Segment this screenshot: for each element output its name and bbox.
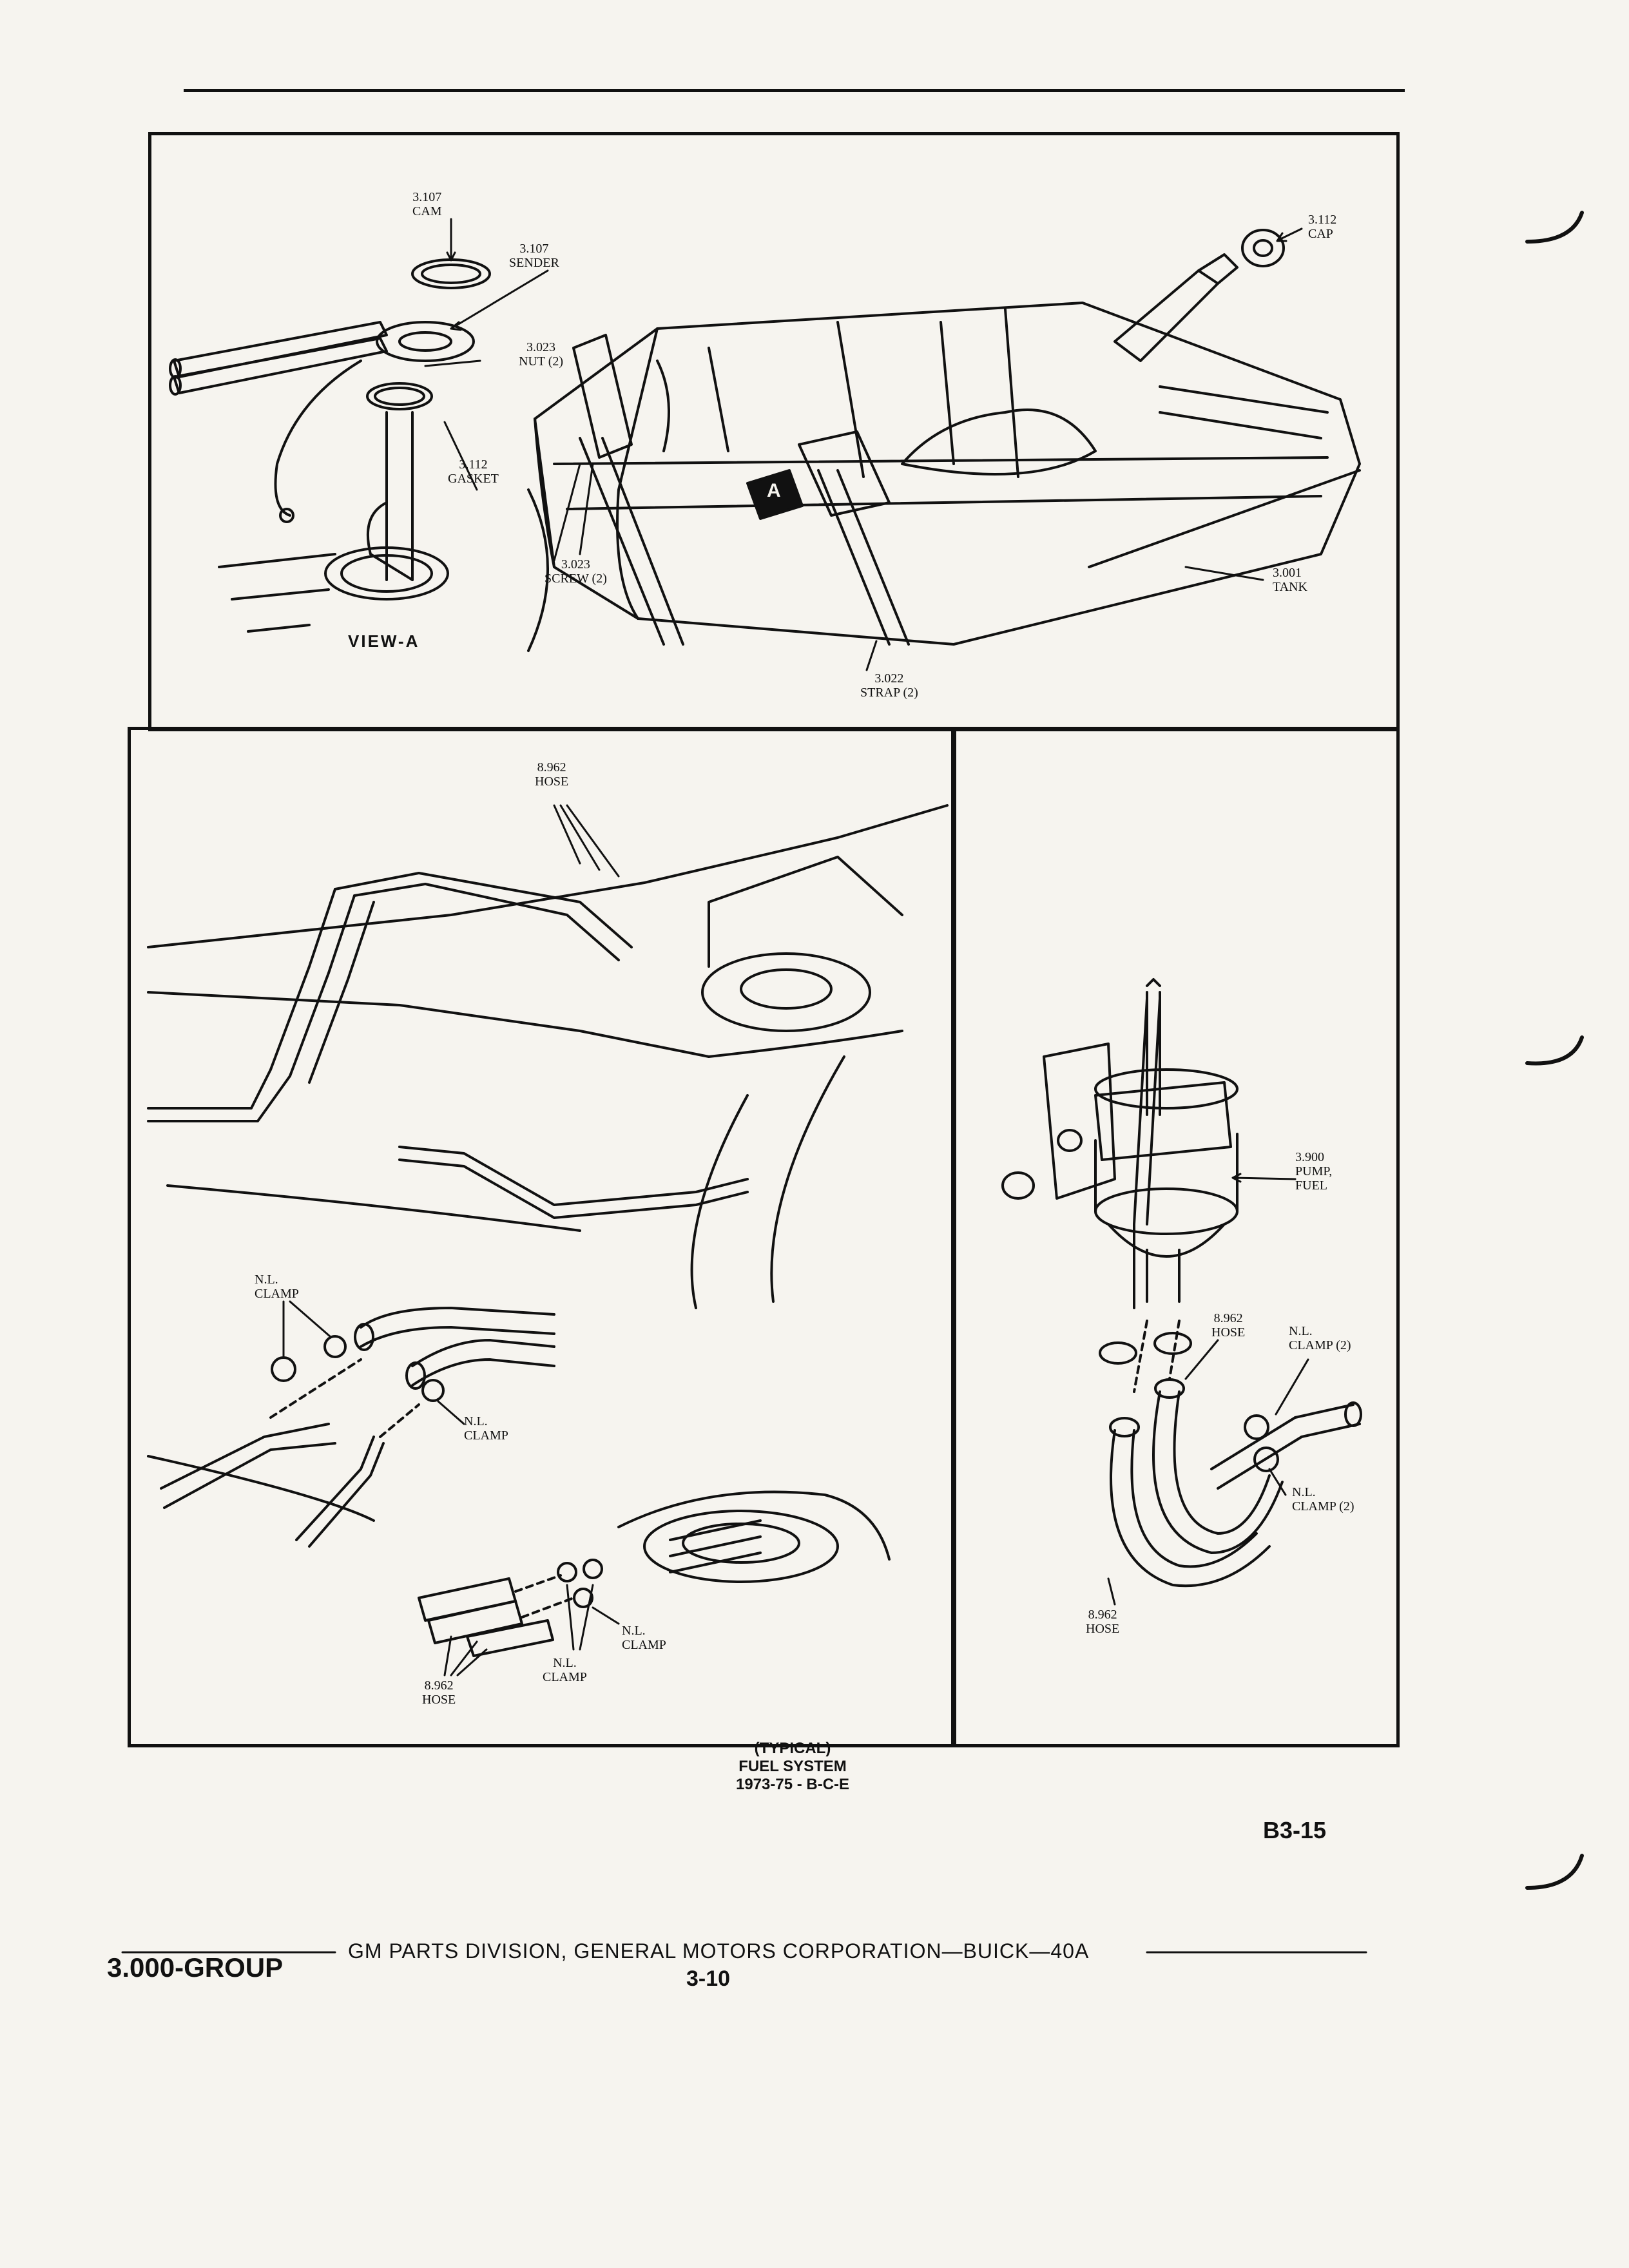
footer-division: GM PARTS DIVISION, GENERAL MOTORS CORPOR… — [348, 1939, 1090, 1963]
label-clamp2-bottom: N.L.CLAMP (2) — [1292, 1485, 1354, 1514]
fuel-line-routing — [147, 804, 949, 1309]
label-clamp-mid: N.L.CLAMP — [464, 1414, 508, 1443]
footer-group: 3.000-GROUP — [107, 1952, 284, 1983]
figure-caption: (TYPICAL) FUEL SYSTEM 1973-75 - B-C-E — [735, 1740, 850, 1793]
fuel-tank — [534, 229, 1361, 646]
hose-clamp-detail-bottom — [418, 1490, 891, 1657]
footer-page-number: 3-10 — [686, 1966, 731, 1991]
page-id: B3-15 — [1263, 1817, 1327, 1843]
fuel-sender-assembly — [169, 258, 549, 652]
pump-hoses — [1099, 1320, 1362, 1588]
leader-lines-pump — [1107, 1173, 1309, 1606]
binder-marks — [1525, 211, 1584, 1890]
label-clamp2-top: N.L.CLAMP (2) — [1289, 1324, 1351, 1352]
label-clamp-left: N.L.CLAMP — [255, 1273, 299, 1301]
view-a-label: VIEW-A — [348, 631, 420, 651]
view-a-marker-letter: A — [767, 480, 781, 501]
header-rule — [184, 89, 1405, 92]
panel-fuel-lines — [128, 727, 956, 1747]
panel-fuel-pump — [951, 727, 1400, 1747]
label-clamp-bottom: N.L.CLAMP — [543, 1656, 587, 1684]
view-a-marker — [746, 469, 804, 520]
fuel-pump-assembly — [1001, 978, 1239, 1309]
leader-lines-lines — [282, 804, 620, 1677]
hose-clamp-detail-left — [147, 1307, 555, 1548]
label-clamp-low-right: N.L.CLAMP — [622, 1624, 666, 1652]
leader-lines-tank — [579, 227, 1303, 671]
leader-lines-view-a — [424, 218, 581, 562]
